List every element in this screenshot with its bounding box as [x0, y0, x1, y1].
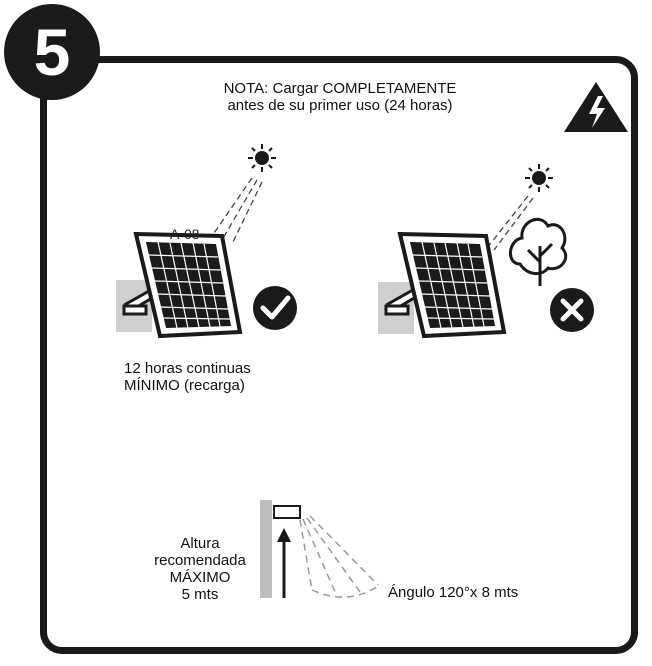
sun-icon	[248, 144, 276, 172]
x-circle-icon	[550, 288, 594, 332]
step-badge: 5	[4, 4, 100, 100]
tree-icon	[509, 217, 568, 286]
detection-cone	[299, 515, 379, 598]
mounting-wall	[260, 500, 272, 598]
recharge-caption-line1: 12 horas continuas	[124, 360, 251, 377]
check-circle-icon	[253, 286, 297, 330]
height-arrow	[277, 528, 291, 598]
height-line2: recomendada	[154, 552, 246, 569]
recharge-caption: 12 horas continuas MÍNIMO (recarga)	[124, 360, 251, 394]
panel-model-label: A-08	[170, 226, 200, 242]
detection-angle-caption: Ángulo 120°x 8 mts	[388, 584, 519, 601]
solar-panel	[397, 231, 507, 339]
electric-warning-icon	[564, 82, 628, 132]
charge-note-line1: NOTA: Cargar COMPLETAMENTE	[223, 80, 457, 97]
height-line4: 5 mts	[181, 586, 219, 603]
charge-note-line2: antes de su primer uso (24 horas)	[227, 97, 453, 114]
recharge-caption-line2: MÍNIMO (recarga)	[124, 377, 245, 394]
lamp-icon	[273, 505, 301, 519]
step-number: 5	[33, 15, 71, 89]
height-line3: MÁXIMO	[169, 569, 231, 586]
solar-panel	[133, 231, 243, 339]
instruction-frame	[40, 56, 638, 654]
charge-note: NOTA: Cargar COMPLETAMENTE antes de su p…	[180, 80, 500, 114]
height-line1: Altura	[180, 535, 220, 552]
sun-icon	[525, 164, 553, 192]
sun-rays	[211, 177, 263, 245]
recommended-height-caption: Altura recomendada MÁXIMO 5 mts	[140, 535, 260, 603]
